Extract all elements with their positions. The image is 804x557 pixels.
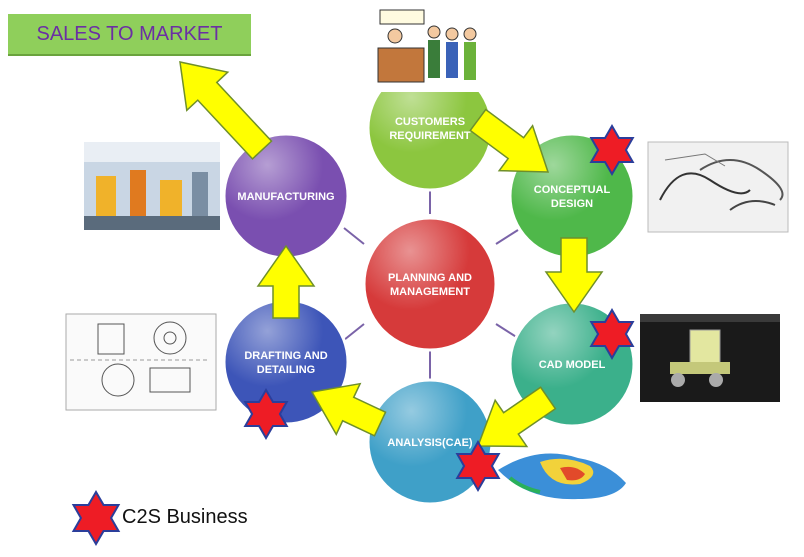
cae-car-analysis <box>498 453 626 500</box>
arrow-drafting-to-manufacturing <box>256 244 316 319</box>
arrow-requirement-to-conceptual <box>469 108 550 173</box>
arrow-manufacturing-to-market <box>179 61 273 160</box>
circle-manufacturing <box>222 132 350 260</box>
customer-service-cartoon <box>372 4 492 92</box>
flow-arrows <box>179 61 604 448</box>
arrow-analysis-to-drafting <box>310 382 387 437</box>
legend-label: C2S Business <box>122 506 248 528</box>
circle-planning-management <box>362 216 498 352</box>
engineering-drawing <box>65 313 217 411</box>
star-drafting-detailing <box>243 388 289 440</box>
label-analysis-cae: ANALYSIS(CAE) <box>387 437 472 449</box>
label-cad-model: CAD MODEL <box>539 359 606 371</box>
arrow-cad-to-analysis <box>476 386 557 448</box>
star-cad-model <box>589 308 635 360</box>
circle-customers-requirement <box>366 64 494 192</box>
arrow-conceptual-to-cad <box>544 237 604 314</box>
label-manufacturing: MANUFACTURING <box>237 191 334 203</box>
process-circles <box>222 64 636 506</box>
cad-truck-model <box>640 314 780 402</box>
sales-to-market-banner: SALES TO MARKET <box>8 14 251 56</box>
connectors <box>343 182 519 386</box>
legend-star-icon <box>71 490 121 546</box>
c2s-stars <box>71 124 635 546</box>
concept-sketches <box>647 141 789 233</box>
star-analysis-cae <box>455 440 501 492</box>
star-conceptual-design <box>589 124 635 176</box>
factory-robots <box>84 142 220 230</box>
